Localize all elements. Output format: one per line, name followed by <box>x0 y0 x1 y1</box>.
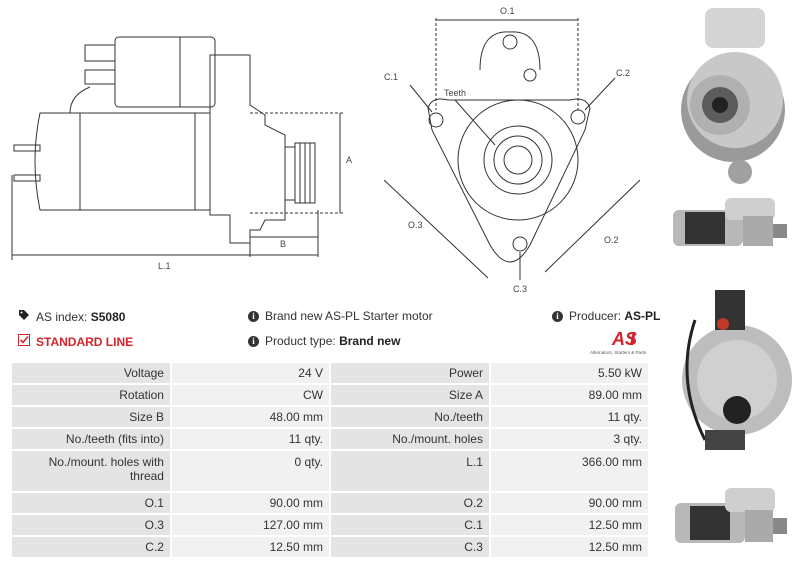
spec-value-cell: 0 qty. <box>171 451 329 491</box>
spec-value-cell: 90.00 mm <box>171 493 329 513</box>
dim-label-o1: O.1 <box>500 6 515 16</box>
spec-value-cell: CW <box>171 385 329 405</box>
spec-label-cell: No./mount. holes with thread <box>12 451 170 491</box>
product-photo-rear <box>665 280 795 470</box>
info-icon: i <box>552 310 563 322</box>
spec-label-cell: C.1 <box>330 515 489 535</box>
spec-label-cell: Size B <box>12 407 170 427</box>
standard-line-row: STANDARD LINE <box>18 334 133 349</box>
spec-value-cell: 24 V <box>171 363 329 383</box>
product-type-label: Product type: <box>265 334 336 348</box>
producer-label: Producer: <box>569 309 622 323</box>
spec-value-cell: 127.00 mm <box>171 515 329 535</box>
dim-label-teeth: Teeth <box>444 88 466 98</box>
spec-label-cell: Power <box>330 363 489 383</box>
producer-row: i Producer: AS-PL <box>552 309 660 323</box>
spec-label-cell: No./mount. holes <box>330 429 489 449</box>
spec-value-cell: 12.50 mm <box>490 537 648 557</box>
spec-label-cell: O.1 <box>12 493 170 513</box>
spec-value-cell: 5.50 kW <box>490 363 648 383</box>
spec-value-cell: 11 qty. <box>171 429 329 449</box>
spec-label-cell: No./teeth (fits into) <box>12 429 170 449</box>
description-text: Brand new AS-PL Starter motor <box>265 309 433 323</box>
standard-line-label: STANDARD LINE <box>36 334 134 349</box>
dim-label-c1: C.1 <box>384 72 398 82</box>
dim-label-c2: C.2 <box>616 68 630 78</box>
product-type-row: i Product type: Brand new <box>248 334 400 348</box>
spec-label-cell: O.3 <box>12 515 170 535</box>
spec-value-cell: 90.00 mm <box>490 493 648 513</box>
side-view-drawing: A B L.1 <box>0 25 360 275</box>
producer-value: AS-PL <box>624 309 661 323</box>
logo-tagline: Alternators, Starters & Parts <box>590 350 647 355</box>
spec-label-cell: Voltage <box>12 363 170 383</box>
as-index-label: AS index: <box>36 309 88 324</box>
info-icon: i <box>248 310 259 322</box>
spec-label-cell: Size A <box>330 385 489 405</box>
product-type-value: Brand new <box>339 334 401 348</box>
tag-icon <box>18 309 30 324</box>
spec-value-cell: 89.00 mm <box>490 385 648 405</box>
spec-label-cell: C.2 <box>12 537 170 557</box>
spec-label-cell: C.3 <box>330 537 489 557</box>
dim-label-o2: O.2 <box>604 235 619 245</box>
as-index-row: AS index: S5080 <box>18 309 125 324</box>
spec-label-cell: L.1 <box>330 451 489 491</box>
dim-label-o3: O.3 <box>408 220 423 230</box>
spec-label-cell: No./teeth <box>330 407 489 427</box>
product-photo-side-2 <box>665 478 795 563</box>
product-photo-front <box>665 0 795 188</box>
spec-value-cell: 366.00 mm <box>490 451 648 491</box>
spec-label-cell: O.2 <box>330 493 489 513</box>
spec-value-cell: 48.00 mm <box>171 407 329 427</box>
dim-label-c3: C.3 <box>513 284 527 294</box>
dim-label-b: B <box>280 239 286 249</box>
spec-value-cell: 3 qty. <box>490 429 648 449</box>
spec-value-cell: 11 qty. <box>490 407 648 427</box>
spec-value-cell: 12.50 mm <box>171 537 329 557</box>
front-view-drawing: O.1 C.1 C.2 Teeth O.3 O.2 C.3 <box>370 0 660 300</box>
dim-label-l1: L.1 <box>158 261 171 271</box>
description-row: i Brand new AS-PL Starter motor <box>248 309 433 323</box>
product-photo-side <box>665 190 795 262</box>
checked-box-icon <box>18 334 30 349</box>
as-pl-logo: AS Alternators, Starters & Parts <box>590 326 650 358</box>
info-icon: i <box>248 335 259 347</box>
dim-label-a: A <box>346 155 352 165</box>
spec-label-cell: Rotation <box>12 385 170 405</box>
spec-value-cell: 12.50 mm <box>490 515 648 535</box>
table-row: No./teeth (fits into)11 qty.No./mount. h… <box>12 429 648 449</box>
as-index-value: S5080 <box>90 309 126 324</box>
